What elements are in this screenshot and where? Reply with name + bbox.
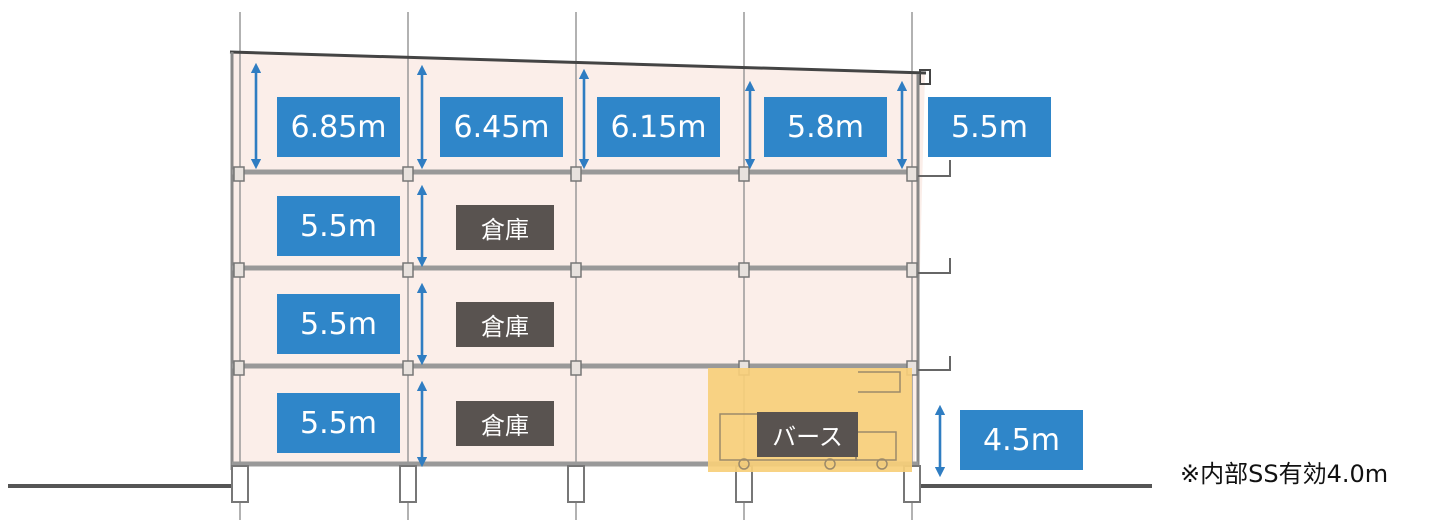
foundations bbox=[231, 465, 921, 503]
berth-height-label: 4.5m bbox=[960, 410, 1083, 470]
room-tag-floor4: 倉庫 bbox=[456, 205, 554, 250]
roof-line bbox=[229, 50, 927, 75]
dimension-arrows bbox=[250, 62, 946, 478]
roof-height-label-2: 6.45m bbox=[440, 97, 563, 157]
roof-parapet bbox=[919, 69, 931, 85]
facade-canopies bbox=[918, 160, 951, 371]
room-tag-floor2: 倉庫 bbox=[456, 401, 554, 446]
room-tag-berth: バース bbox=[757, 412, 858, 457]
room-tag-floor3: 倉庫 bbox=[456, 302, 554, 347]
roof-height-label-3: 6.15m bbox=[597, 97, 720, 157]
floor2-height-label: 5.5m bbox=[277, 393, 400, 453]
roof-height-label-5: 5.5m bbox=[928, 97, 1051, 157]
roof-height-label-1: 6.85m bbox=[277, 97, 400, 157]
floor4-height-label: 5.5m bbox=[277, 196, 400, 256]
roof-height-label-4: 5.8m bbox=[764, 97, 887, 157]
floor3-height-label: 5.5m bbox=[277, 294, 400, 354]
effective-height-note: ※内部SS有効4.0m bbox=[1180, 460, 1389, 488]
